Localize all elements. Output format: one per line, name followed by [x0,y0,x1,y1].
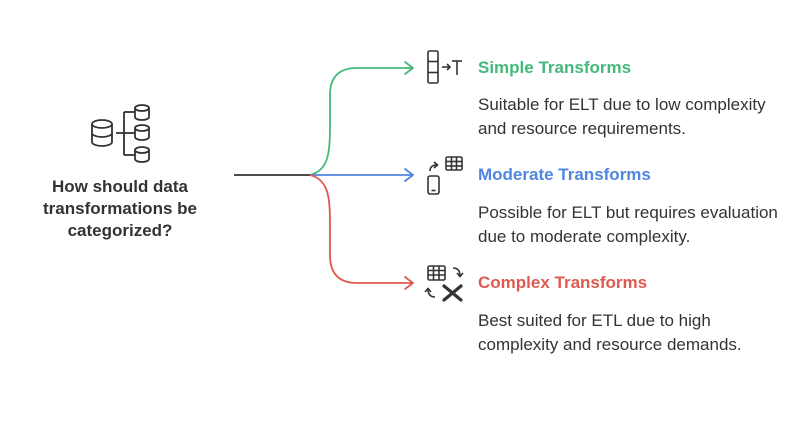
arrowhead-simple [404,61,414,75]
branch-description-moderate: Possible for ELT but requires evaluation… [478,203,778,246]
table-transform-x-icon [424,265,464,302]
branch-description-simple: Suitable for ELT due to low complexity a… [478,95,766,138]
mobile-table-sync-icon [427,156,463,195]
column-to-text-icon [427,50,462,84]
arrowhead-moderate [404,168,414,182]
arrowhead-complex [404,276,414,290]
connector-simple [309,67,412,176]
branch-title-simple: Simple Transforms [478,58,632,77]
database-hierarchy-icon [91,104,150,163]
branch-title-complex: Complex Transforms [478,273,648,292]
connector-complex [309,174,412,284]
central-question: How should data transformations be categ… [43,177,197,240]
branch-description-complex: Best suited for ETL due to high complexi… [478,311,742,354]
branch-title-moderate: Moderate Transforms [478,165,651,184]
